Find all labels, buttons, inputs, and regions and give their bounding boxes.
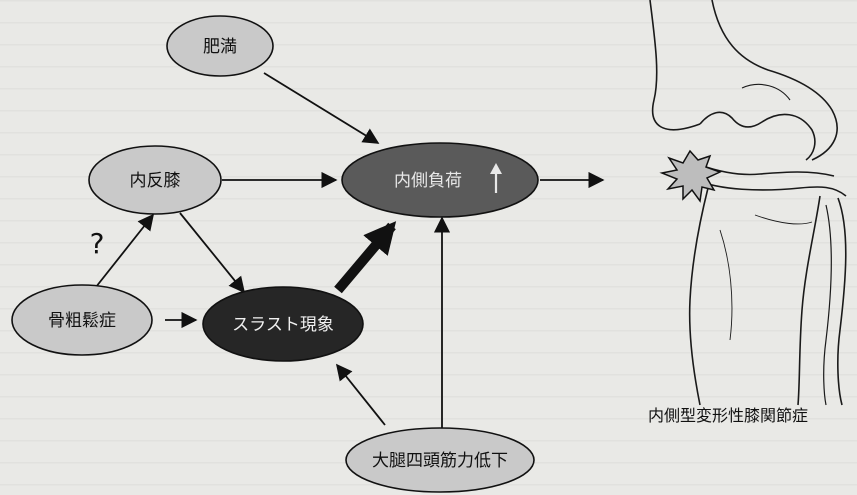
node-lateral-thrust-label: スラスト現象 — [232, 315, 334, 335]
node-varus-knee-label: 内反膝 — [130, 171, 181, 191]
node-osteoporosis-label: 骨粗鬆症 — [48, 310, 116, 331]
node-medial-load: 内側負荷 — [342, 143, 538, 217]
arrow-obesity-to-medial-load — [264, 73, 378, 143]
node-osteoporosis: 骨粗鬆症 — [12, 285, 152, 355]
node-obesity: 肥満 — [167, 16, 273, 76]
knee-joint-illustration — [650, 0, 846, 405]
arrow-varus-to-thrust — [180, 213, 244, 292]
node-quadriceps-weakness: 大腿四頭筋力低下 — [346, 428, 534, 492]
arrow-quadriceps-to-thrust — [337, 365, 385, 425]
question-mark: ? — [90, 227, 105, 260]
node-obesity-label: 肥満 — [203, 37, 237, 57]
pain-starburst — [662, 151, 720, 201]
node-medial-load-label: 内側負荷 — [394, 171, 462, 191]
node-varus-knee: 内反膝 — [89, 146, 221, 214]
diagnosis-caption: 内側型変形性膝関節症 — [648, 402, 808, 426]
arrow-thrust-to-medial-load-thick — [338, 226, 392, 290]
node-lateral-thrust: スラスト現象 — [203, 287, 363, 361]
node-quadriceps-weakness-label: 大腿四頭筋力低下 — [372, 451, 508, 471]
